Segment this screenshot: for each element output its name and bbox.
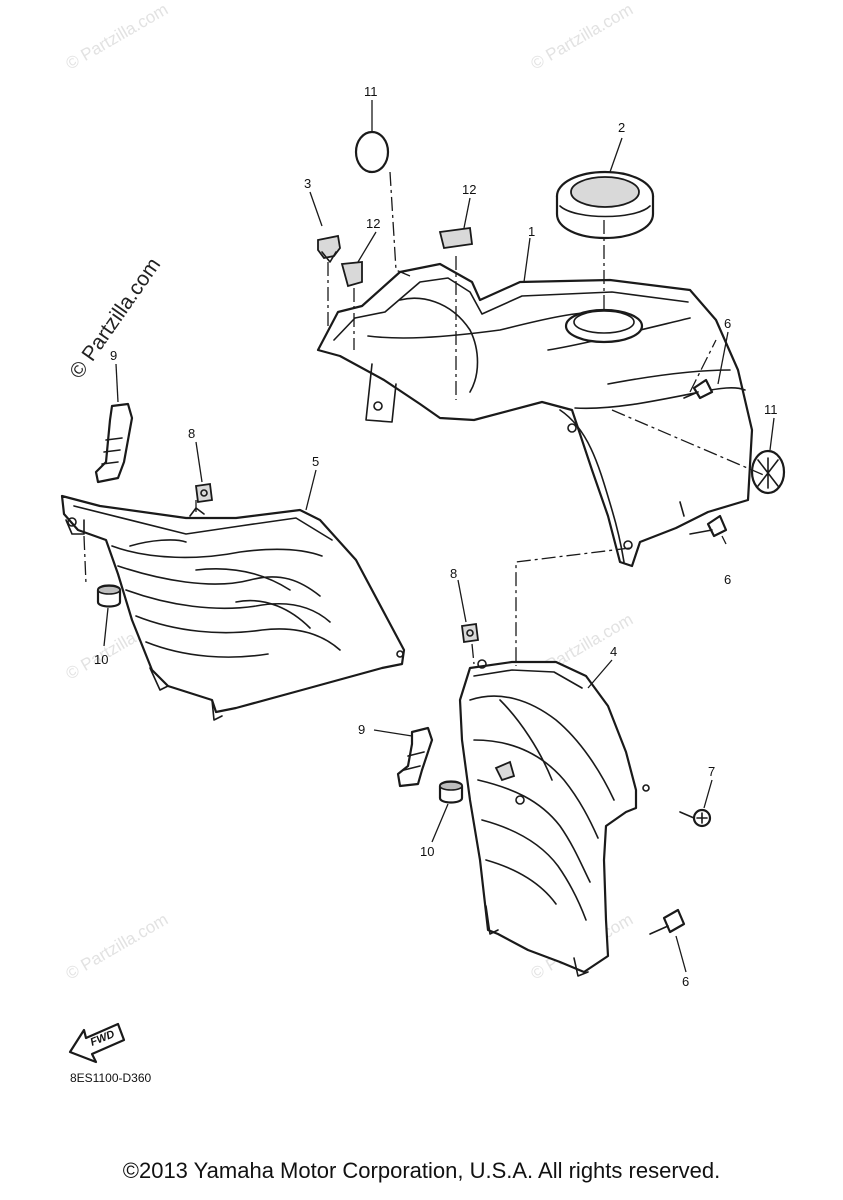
callout-12-left: 12 xyxy=(366,216,380,231)
callout-11-right: 11 xyxy=(764,402,778,417)
callout-5: 5 xyxy=(312,454,319,469)
part-3-clip xyxy=(317,234,341,263)
part-2-grommet xyxy=(555,170,655,240)
callout-4: 4 xyxy=(610,644,617,659)
copyright-notice: ©2013 Yamaha Motor Corporation, U.S.A. A… xyxy=(122,1158,721,1183)
part-10-damper xyxy=(96,584,464,804)
fwd-arrow-icon: FWD xyxy=(68,1022,126,1064)
part-6-screw xyxy=(649,378,728,935)
watermark-top-left: © Partzilla.com xyxy=(63,0,172,73)
watermark-bottom-left: © Partzilla.com xyxy=(63,910,172,984)
part-11-cap xyxy=(354,130,786,495)
callout-8-right: 8 xyxy=(450,566,457,581)
leader-lines xyxy=(83,100,775,973)
callout-6-middle: 6 xyxy=(724,572,731,587)
part-5-side-cover-left xyxy=(60,494,406,721)
part-1-tank-cover xyxy=(316,262,754,568)
watermark-side: © Partzilla.com xyxy=(65,254,165,383)
callout-3: 3 xyxy=(304,176,311,191)
part-7-screw xyxy=(679,808,712,828)
callout-8-left: 8 xyxy=(188,426,195,441)
part-12-pad xyxy=(340,226,474,288)
callout-numbers: 11 2 3 12 12 1 6 11 6 9 8 5 10 8 4 9 7 1… xyxy=(94,84,778,989)
callout-10-right: 10 xyxy=(420,844,434,859)
callout-9-right: 9 xyxy=(358,722,365,737)
part-9-grip xyxy=(94,402,434,788)
watermark-top-right: © Partzilla.com xyxy=(528,0,637,73)
callout-12-right: 12 xyxy=(462,182,476,197)
callout-11-top: 11 xyxy=(364,84,378,99)
callout-6-top: 6 xyxy=(724,316,731,331)
callout-9-left: 9 xyxy=(110,348,117,363)
diagram-code: 8ES1100-D360 xyxy=(70,1071,151,1085)
callout-10-left: 10 xyxy=(94,652,108,667)
part-8-clip-nut xyxy=(194,482,480,644)
part-4-side-cover-right xyxy=(458,659,650,977)
callout-1: 1 xyxy=(528,224,535,239)
callout-6-bottom: 6 xyxy=(682,974,689,989)
callout-7: 7 xyxy=(708,764,715,779)
callout-2: 2 xyxy=(618,120,625,135)
